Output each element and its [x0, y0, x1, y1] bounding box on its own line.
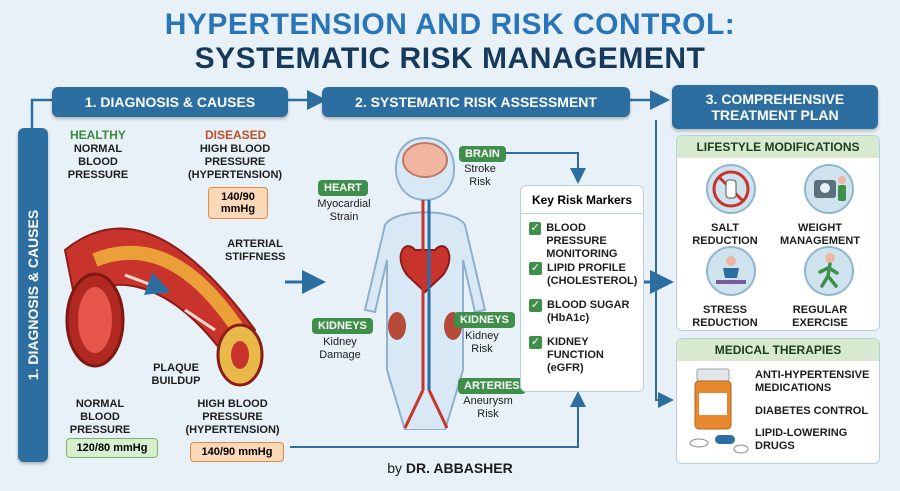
section-1-vertical-label: 1. DIAGNOSIS & CAUSES [25, 209, 41, 381]
connector-bottom [290, 391, 586, 448]
diseased-heading: DISEASED [205, 128, 267, 142]
checkbox-icon: ✓ [529, 222, 542, 235]
heart-tag: HEART [318, 180, 368, 196]
arteries-tag: ARTERIES [458, 378, 526, 394]
lifestyle-heading: LIFESTYLE MODIFICATIONS [677, 136, 879, 158]
byline-author: DR. ABBASHER [405, 460, 513, 476]
scale-icon [803, 164, 854, 214]
byline: by DR. ABBASHER [0, 460, 900, 476]
connector-right [655, 120, 674, 408]
title-line-1: HYPERTENSION AND RISK CONTROL: [164, 8, 736, 41]
section-3-title-line-1: 3. COMPREHENSIVE [705, 91, 845, 107]
meditation-icon [706, 246, 756, 296]
checkbox-icon: ✓ [529, 262, 542, 275]
no-salt-icon [706, 164, 756, 214]
section-1-vertical-banner: 1. DIAGNOSIS & CAUSES [18, 128, 48, 462]
key-risk-markers-title: Key Risk Markers [521, 193, 643, 214]
title-line-2: SYSTEMATIC RISK MANAGEMENT [194, 42, 706, 75]
section-3-title-line-2: TREATMENT PLAN [711, 107, 839, 123]
healthy-heading: HEALTHY [70, 128, 126, 142]
marker-item: ✓ LIPID PROFILE(CHOLESTEROL) [529, 262, 638, 287]
section-2-banner: 2. SYSTEMATIC RISK ASSESSMENT [322, 87, 630, 117]
walking-icon [803, 246, 854, 296]
normal-reading-badge: 120/80 mmHg [66, 438, 158, 458]
artery-illustration [63, 227, 264, 387]
checkbox-icon: ✓ [529, 299, 542, 312]
medical-therapies-heading: MEDICAL THERAPIES [677, 339, 879, 361]
high-reading-badge: 140/90 mmHg [190, 442, 284, 462]
brain-tag: BRAIN [459, 146, 506, 162]
pill-bottle-icon [689, 368, 749, 454]
section-1-banner: 1. DIAGNOSIS & CAUSES [52, 87, 288, 117]
connector-brain-markers [500, 152, 586, 184]
checkbox-icon: ✓ [529, 336, 542, 349]
kidneys-right-tag: KIDNEYS [454, 312, 515, 328]
byline-prefix: by [387, 460, 403, 476]
human-body-illustration [363, 136, 487, 430]
therapy-diabetes: DIABETES CONTROL [755, 405, 869, 417]
section-3-banner: 3. COMPREHENSIVE TREATMENT PLAN [672, 85, 878, 129]
marker-item: ✓ BLOOD SUGAR(HbA1c) [529, 299, 630, 324]
kidneys-left-tag: KIDNEYS [312, 318, 373, 334]
